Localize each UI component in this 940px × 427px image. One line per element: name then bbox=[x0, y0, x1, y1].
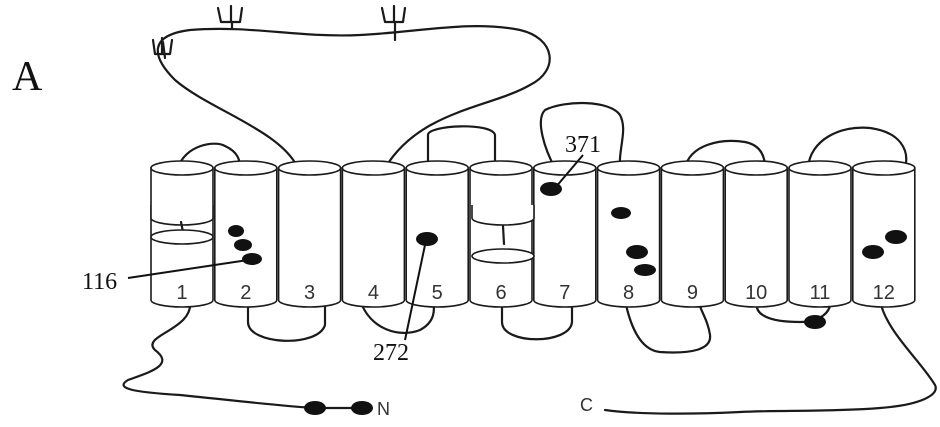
helix-cap bbox=[469, 160, 533, 176]
residue-dots bbox=[228, 182, 907, 415]
helix-body bbox=[724, 167, 788, 308]
residue-dot bbox=[304, 401, 326, 415]
helix-cap bbox=[532, 160, 597, 176]
residue-label-272: 272 bbox=[373, 340, 409, 366]
helix-number-label: 12 bbox=[873, 282, 895, 304]
intracellular-loop-6-7 bbox=[500, 298, 574, 341]
helix-number-label: 8 bbox=[623, 282, 634, 304]
helix-number-label: 7 bbox=[559, 282, 570, 304]
helix-body bbox=[341, 167, 406, 308]
helix-cap bbox=[405, 160, 470, 176]
n-terminus-label: N bbox=[377, 399, 390, 419]
helix-number-label: 3 bbox=[304, 282, 315, 304]
helix-2: 2 bbox=[214, 160, 278, 308]
helix-number-label: 2 bbox=[240, 282, 251, 304]
helix-cap bbox=[277, 160, 342, 176]
residue-dot bbox=[634, 264, 656, 276]
callout-line-272 bbox=[404, 244, 426, 341]
residue-dot bbox=[242, 253, 262, 265]
helix-body bbox=[277, 167, 342, 308]
residue-dot bbox=[611, 207, 631, 219]
helix-4: 4 bbox=[341, 160, 406, 308]
residue-dot bbox=[626, 245, 648, 259]
intracellular-loop-8-9 bbox=[623, 298, 712, 354]
callout-line-116 bbox=[127, 259, 249, 279]
helix-body bbox=[469, 167, 533, 308]
callout-line-371 bbox=[554, 154, 584, 189]
intracellular-loop-4-5 bbox=[358, 298, 436, 334]
glycan-site-1 bbox=[151, 36, 174, 60]
helix-cap bbox=[214, 160, 278, 176]
helix-7: 7 bbox=[532, 160, 597, 308]
helix-number-label: 5 bbox=[432, 282, 443, 304]
helix-body bbox=[788, 167, 852, 308]
helix-6-break bbox=[471, 205, 535, 264]
residue-dot bbox=[351, 401, 373, 415]
helix-6: 6 bbox=[469, 160, 533, 308]
helix-cap bbox=[724, 160, 789, 176]
helix-body bbox=[660, 167, 725, 308]
extracellular-loop-11-12 bbox=[806, 126, 908, 170]
residue-dot bbox=[862, 245, 884, 259]
helix-9: 9 bbox=[660, 160, 725, 308]
helix-body bbox=[214, 167, 278, 308]
helix-1-break bbox=[150, 205, 214, 245]
c-terminus-label: C bbox=[580, 395, 593, 415]
residue-dot bbox=[416, 232, 438, 246]
residue-label-116: 116 bbox=[82, 269, 117, 295]
extracellular-loop-1-2 bbox=[156, 25, 551, 170]
helix-number-label: 1 bbox=[176, 282, 187, 304]
glycan-site-3 bbox=[380, 4, 407, 42]
helix-number-label: 10 bbox=[745, 282, 767, 304]
helix-3: 3 bbox=[277, 160, 342, 308]
helix-number-label: 6 bbox=[495, 282, 506, 304]
helix-cap bbox=[788, 160, 852, 176]
helix-5: 5 bbox=[405, 160, 470, 308]
glycan-site-2 bbox=[216, 4, 244, 30]
helix-cap bbox=[596, 160, 661, 176]
extracellular-loop-5-6 bbox=[426, 125, 497, 170]
c-terminus-tail bbox=[603, 298, 937, 415]
extracellular-loop-9-10 bbox=[683, 139, 767, 170]
residue-dot bbox=[234, 239, 252, 251]
residue-dot bbox=[885, 230, 907, 244]
helix-cap bbox=[851, 160, 916, 176]
extracellular-loop-7-8 bbox=[539, 102, 625, 170]
residue-dot bbox=[228, 225, 244, 237]
helix-8: 8 bbox=[596, 160, 661, 308]
helix-cap bbox=[660, 160, 725, 176]
helix-11: 11 bbox=[788, 160, 852, 308]
helix-cap bbox=[150, 160, 214, 176]
residue-dot bbox=[804, 315, 826, 329]
helix-10: 10 bbox=[724, 160, 789, 308]
helix-body bbox=[852, 167, 916, 308]
helix-number-label: 11 bbox=[810, 282, 831, 304]
intracellular-loop-10-11 bbox=[755, 298, 832, 324]
panel-label: A bbox=[12, 54, 43, 100]
n-terminus-tail bbox=[122, 298, 367, 410]
helix-cap bbox=[341, 160, 406, 176]
intracellular-loop-2-3 bbox=[246, 298, 327, 342]
helix-12: 12 bbox=[851, 160, 916, 308]
helix-number-label: 4 bbox=[368, 282, 379, 304]
residue-label-371: 371 bbox=[565, 132, 601, 158]
helix-number-label: 9 bbox=[687, 282, 698, 304]
helix-body bbox=[533, 167, 597, 308]
